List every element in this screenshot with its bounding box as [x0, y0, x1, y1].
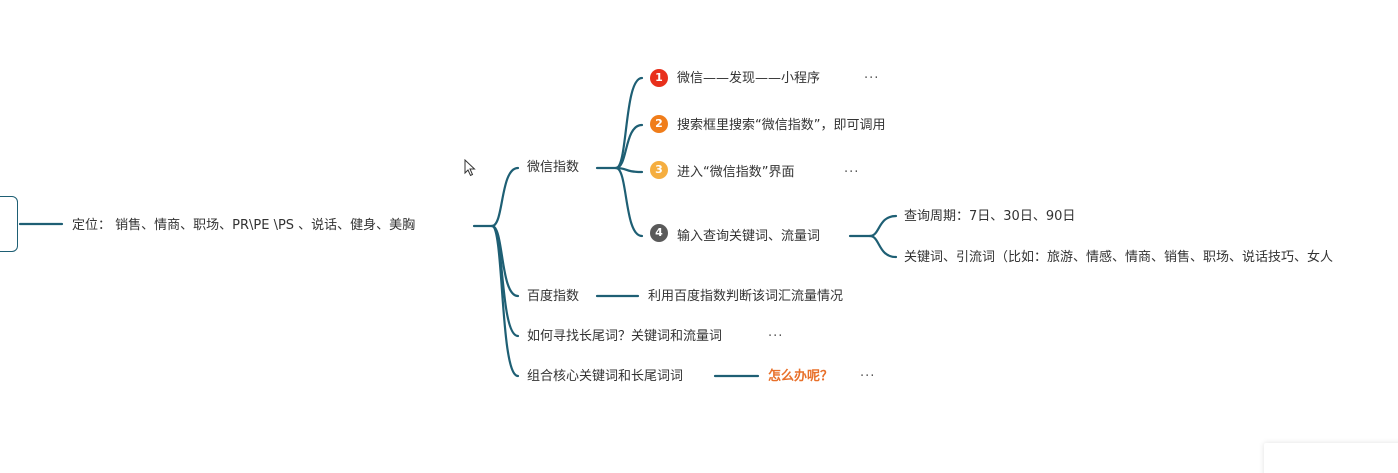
- link-to-step-1: [614, 76, 644, 170]
- query-period-label: 查询周期：7日、30日、90日: [904, 209, 1076, 224]
- step-4-label: 输入查询关键词、流量词: [677, 229, 821, 244]
- step-4-badge: 4: [650, 224, 668, 242]
- query-keywords-node[interactable]: 关键词、引流词（比如：旅游、情感、情商、销售、职场、说话技巧、女人: [904, 249, 1333, 267]
- step-1-label: 微信——发现——小程序: [677, 71, 821, 86]
- link-to-period: [868, 214, 898, 238]
- branch-long-tail-label: 如何寻找长尾词？关键词和流量词: [527, 329, 723, 344]
- link-to-keywords: [868, 234, 898, 259]
- step-2-label: 搜索框里搜索“微信指数”，即可调用: [677, 118, 886, 133]
- link-to-step-2: [614, 123, 644, 170]
- step-1-node[interactable]: 微信——发现——小程序: [677, 70, 820, 88]
- branch-combine[interactable]: 组合核心关键词和长尾词词: [527, 368, 683, 386]
- step-3-badge: 3: [650, 161, 668, 179]
- branch-long-tail[interactable]: 如何寻找长尾词？关键词和流量词: [527, 328, 722, 346]
- root-node[interactable]: [0, 196, 18, 252]
- step-3-more-icon[interactable]: ···: [844, 165, 860, 180]
- positioning-label: 定位： 销售、情商、职场、PR\PE \PS 、说话、健身、美胸: [72, 218, 416, 233]
- branch-baidu-index-label: 百度指数: [527, 289, 580, 304]
- branch-wechat-index-label: 微信指数: [527, 160, 580, 175]
- step-2-node[interactable]: 搜索框里搜索“微信指数”，即可调用: [677, 117, 885, 135]
- step-1-badge: 1: [650, 69, 668, 87]
- link-to-step-4: [614, 166, 644, 238]
- combine-detail-label: 怎么办呢？: [768, 369, 834, 384]
- branch-wechat-index[interactable]: 微信指数: [527, 159, 579, 177]
- branch-baidu-index[interactable]: 百度指数: [527, 288, 579, 306]
- positioning-node[interactable]: 定位： 销售、情商、职场、PR\PE \PS 、说话、健身、美胸: [72, 217, 415, 235]
- query-period-node[interactable]: 查询周期：7日、30日、90日: [904, 208, 1075, 226]
- step-3-label: 进入“微信指数”界面: [677, 165, 795, 180]
- combine-detail-node[interactable]: 怎么办呢？: [768, 368, 833, 386]
- step-1-more-icon[interactable]: ···: [864, 71, 880, 86]
- link-to-wechat-index: [490, 166, 520, 228]
- corner-panel: [1264, 443, 1398, 473]
- branch-combine-label: 组合核心关键词和长尾词词: [527, 369, 684, 384]
- long-tail-more-icon[interactable]: ···: [768, 329, 784, 344]
- query-keywords-label: 关键词、引流词（比如：旅游、情感、情商、销售、职场、说话技巧、女人: [904, 250, 1334, 265]
- baidu-detail-node[interactable]: 利用百度指数判断该词汇流量情况: [648, 288, 843, 306]
- baidu-detail-label: 利用百度指数判断该词汇流量情况: [648, 289, 844, 304]
- step-3-node[interactable]: 进入“微信指数”界面: [677, 164, 794, 182]
- mouse-cursor-icon: [464, 158, 476, 181]
- step-4-node[interactable]: 输入查询关键词、流量词: [677, 228, 820, 246]
- link-to-combine: [490, 224, 520, 378]
- combine-more-icon[interactable]: ···: [860, 369, 876, 384]
- step-2-badge: 2: [650, 115, 668, 133]
